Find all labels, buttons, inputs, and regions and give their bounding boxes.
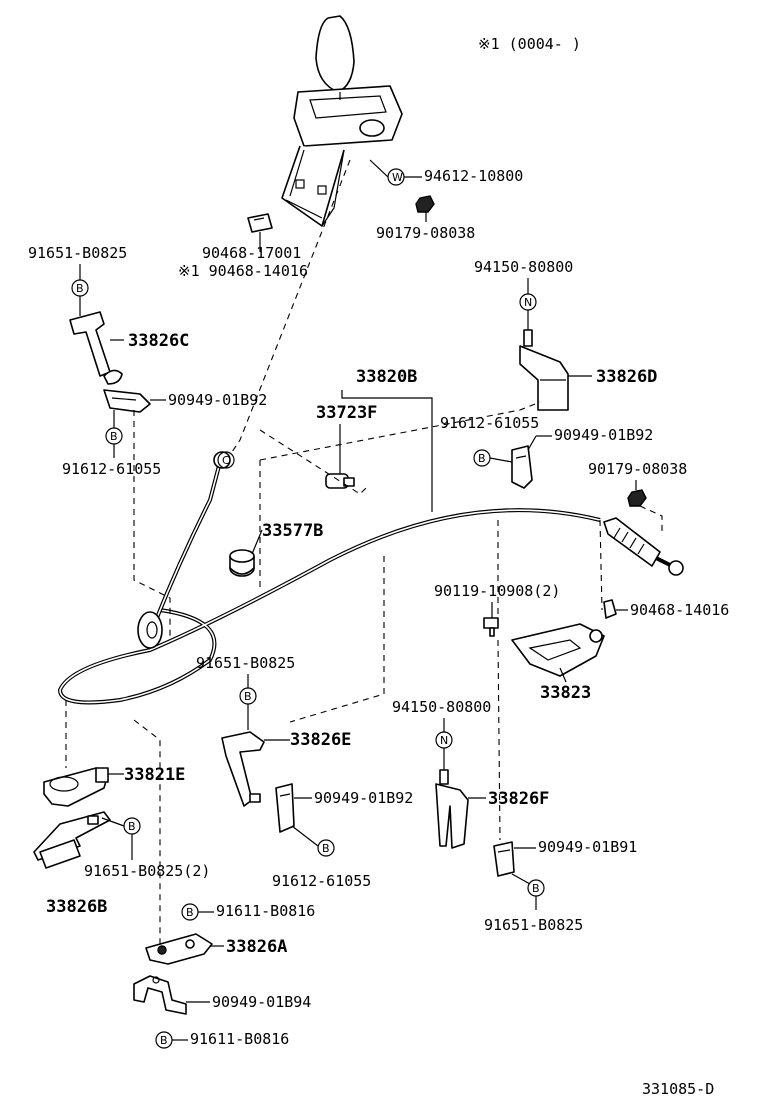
clip-90949-01b92-low [275,783,295,833]
circle-b-icon: B [244,690,252,703]
footer-code: 331085-D [642,1080,714,1098]
label-94150-80800-mid: 94150-80800 [392,698,491,716]
label-90468-14016-top: ※1 90468-14016 [178,262,308,280]
circle-c-icon: C [222,454,230,467]
circle-n-icon: N [524,296,532,309]
label-91651-b0825-mid: 91651-B0825 [196,654,295,672]
label-33826c: 33826C [128,331,189,351]
label-33826a: 33826A [226,937,287,957]
circle-b-icon: B [532,882,540,895]
label-91651-b0825-top: 91651-B0825 [28,244,127,262]
label-94150-80800-top: 94150-80800 [474,258,573,276]
clip-90949-01b92-left [103,389,151,413]
nut-icon [627,489,647,507]
bracket-33826f [435,769,469,849]
label-90949-01b92-left: 90949-01B92 [168,391,267,409]
label-91651-b0825-2: 91651-B0825(2) [84,862,210,880]
circle-b-icon: B [128,820,136,833]
label-33826b: 33826B [46,897,107,917]
circle-b-icon: B [322,842,330,855]
clip-90949-01b91 [493,841,515,877]
shift-lever-assembly [247,15,403,233]
guide-33821e [43,767,109,807]
label-90179-08038-right: 90179-08038 [588,460,687,478]
label-33823: 33823 [540,683,591,703]
label-33820b: 33820B [356,367,417,387]
bracket-33826e [221,731,265,807]
label-90949-01b92-low: 90949-01B92 [314,789,413,807]
pin-33723f [325,473,355,489]
label-90119-10908: 90119-10908(2) [434,582,560,600]
bracket-90949-01b94 [133,975,187,1015]
circle-w-icon: W [392,171,403,184]
label-90949-01b92-right: 90949-01B92 [554,426,653,444]
nut-icon [415,195,435,213]
label-33723f: 33723F [316,403,377,423]
cable-33820b: C [57,451,684,705]
label-91612-61055-mid: 91612-61055 [440,414,539,432]
bolt-90119-10908 [483,617,499,637]
label-33826f: 33826F [488,789,549,809]
clip-90468-14016-right [603,599,617,619]
bracket-33826d [519,329,569,411]
label-90949-01b91: 90949-01B91 [538,838,637,856]
label-90468-17001: 90468-17001 [202,244,301,262]
label-91611-b0816-b: 91611-B0816 [190,1030,289,1048]
header-note: ※1 (0004- ) [478,35,581,53]
label-94612-10800: 94612-10800 [424,167,523,185]
circle-b-icon: B [160,1034,168,1047]
circle-b-icon: B [478,452,486,465]
label-33826e: 33826E [290,730,351,750]
label-91611-b0816-a: 91611-B0816 [216,902,315,920]
grommet-33577b [229,549,255,577]
label-33826d: 33826D [596,367,657,387]
circle-b-icon: B [76,282,84,295]
circle-b-icon: B [186,906,194,919]
bracket-33823 [511,623,605,677]
label-90949-01b94: 90949-01B94 [212,993,311,1011]
bracket-33826b [33,811,111,869]
label-91612-61055-low: 91612-61055 [272,872,371,890]
bracket-33826a [145,933,213,965]
label-33821e: 33821E [124,765,185,785]
circle-n-icon: N [440,734,448,747]
clip-90949-01b92-right [511,445,533,489]
label-90179-08038-top: 90179-08038 [376,224,475,242]
bracket-33826c [69,311,123,385]
circle-b-icon: B [110,430,118,443]
label-91651-b0825-low: 91651-B0825 [484,916,583,934]
label-33577b: 33577B [262,521,323,541]
label-90468-14016-right: 90468-14016 [630,601,729,619]
label-91612-61055-left: 91612-61055 [62,460,161,478]
